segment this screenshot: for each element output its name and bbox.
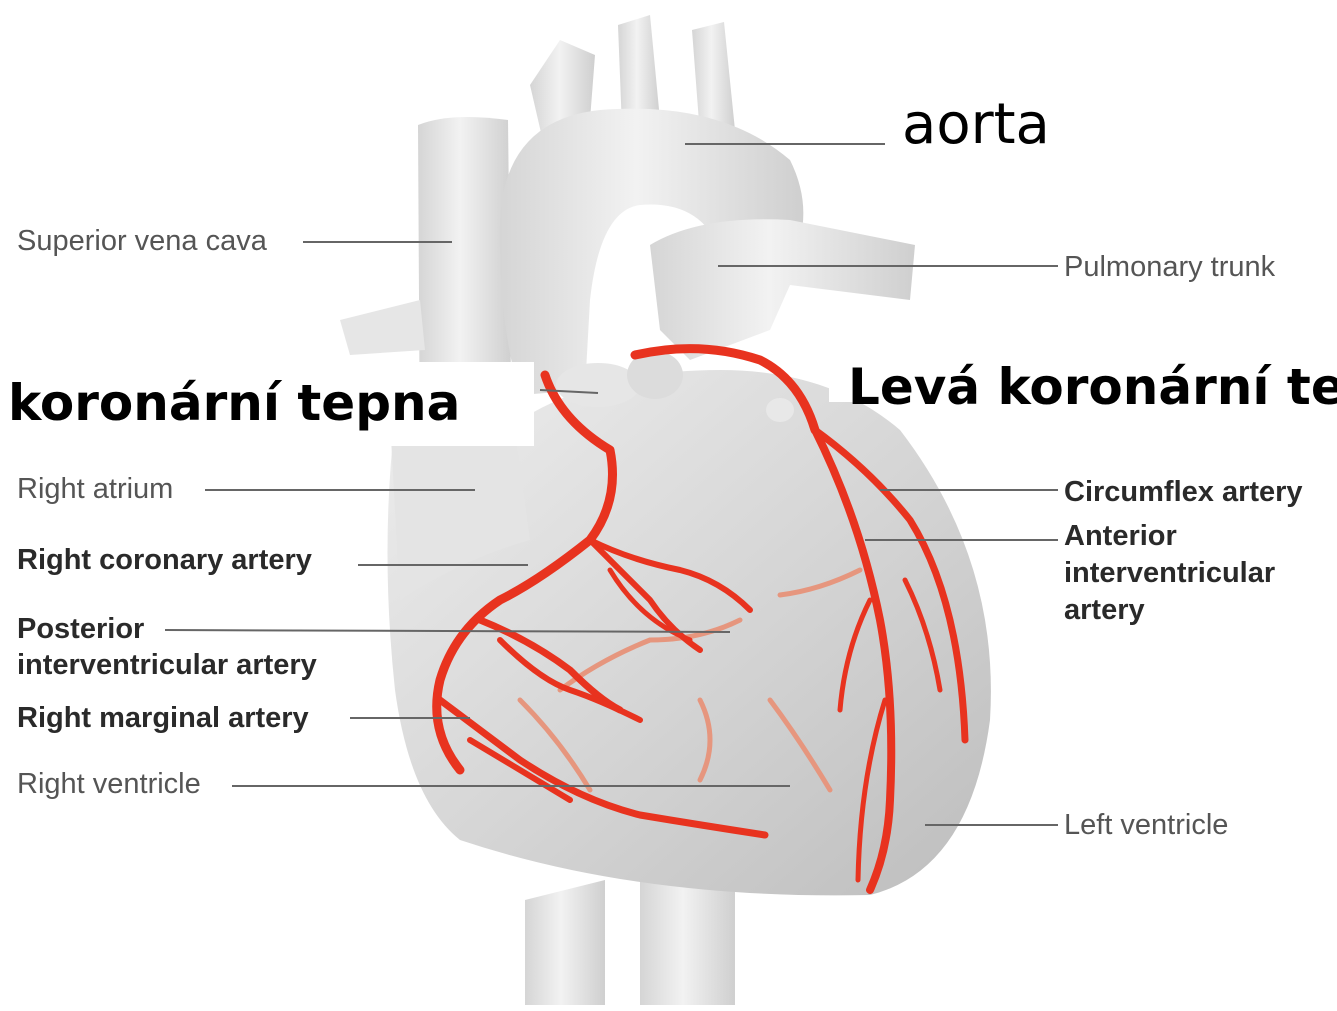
circumflex-artery-label: Circumflex artery: [1064, 475, 1303, 510]
superior-vena-cava-label: Superior vena cava: [17, 224, 267, 259]
right-coronary-overlay-label: koronární tepna: [8, 374, 460, 432]
anterior-interventricular-label-3: artery: [1064, 593, 1145, 628]
right-atrium-label: Right atrium: [17, 472, 173, 507]
posterior-interventricular-label-1: Posterior: [17, 612, 144, 647]
anterior-interventricular-label-1: Anterior: [1064, 519, 1177, 554]
left-ventricle-label: Left ventricle: [1064, 808, 1228, 843]
posterior-interventricular-label-2: interventricular artery: [17, 648, 317, 683]
right-coronary-artery-label: Right coronary artery: [17, 543, 312, 578]
left-coronary-overlay-label: Levá koronární tep: [848, 358, 1337, 416]
anterior-interventricular-label-2: interventricular: [1064, 556, 1275, 591]
right-ventricle-label: Right ventricle: [17, 767, 201, 802]
right-marginal-artery-label: Right marginal artery: [17, 701, 309, 736]
pulmonary-trunk-label: Pulmonary trunk: [1064, 250, 1275, 285]
aorta-label: aorta: [902, 92, 1050, 157]
